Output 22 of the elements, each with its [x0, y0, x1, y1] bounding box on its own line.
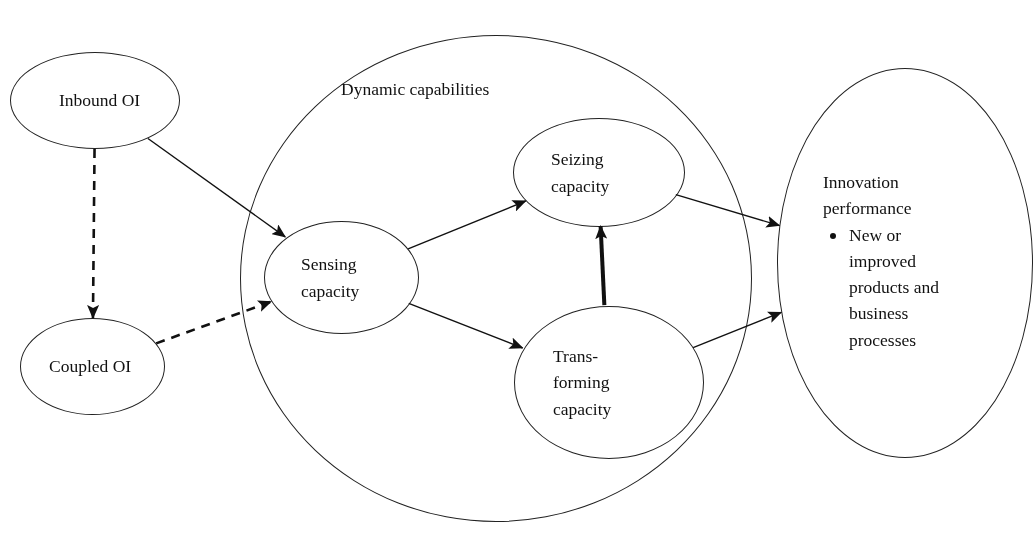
arrow	[408, 302, 524, 349]
node-label: Innovation performance	[823, 171, 913, 221]
node-label: Sensing capacity	[301, 253, 361, 303]
arrow	[407, 200, 527, 250]
node-label: Coupled OI	[49, 355, 133, 379]
arrow	[595, 225, 608, 306]
node-label: Seizing capacity	[551, 148, 611, 198]
ellipse-node	[240, 35, 752, 522]
arrow	[155, 300, 273, 345]
arrow	[692, 311, 783, 349]
arrow	[147, 137, 287, 238]
node-label: Inbound OI	[59, 89, 142, 113]
node-label: Trans-forming capacity	[553, 345, 613, 421]
arrow	[675, 194, 781, 228]
ellipse-node	[514, 306, 704, 459]
node-label: Dynamic capabilities	[341, 78, 491, 101]
ellipse-node	[10, 52, 180, 149]
arrow	[87, 149, 100, 319]
bullet-text: New or improved products and business processes	[849, 224, 939, 350]
ellipse-node	[264, 221, 419, 334]
ellipse-node	[513, 118, 685, 227]
ellipse-node	[20, 318, 165, 415]
